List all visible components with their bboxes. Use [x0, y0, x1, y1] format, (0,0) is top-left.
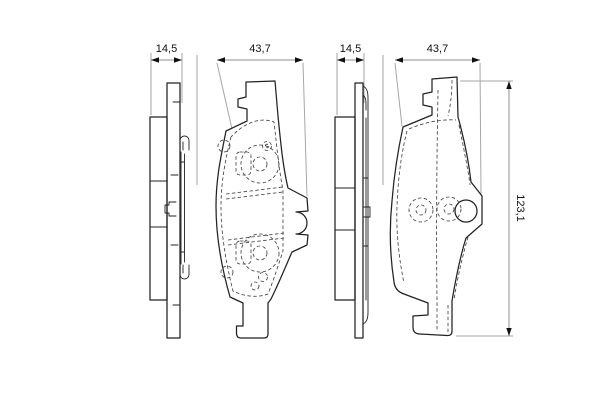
- pad1-rivet-top-left: [217, 139, 231, 153]
- pad1-front-view: [215, 80, 309, 339]
- pad1-piston-boss: [164, 201, 177, 217]
- pad2-friction-hidden-contour-right-upper: [458, 124, 471, 186]
- arrow-icon: [337, 57, 345, 63]
- arrow-icon: [217, 57, 225, 63]
- pad2-spring-eye-left-inner: [415, 204, 427, 216]
- dimension-lines: [151, 59, 510, 336]
- pad2-backing-plate-side: [354, 82, 364, 339]
- pad2-front-view: [389, 76, 483, 337]
- pad2-piston-boss: [362, 206, 371, 218]
- pad1-thickness-extension-lines: [150, 53, 183, 115]
- pad2-spring-eye-left: [408, 197, 434, 223]
- pad1-friction-hidden-contour: [220, 119, 284, 297]
- pad2-width-label: 43,7: [427, 43, 448, 55]
- arrow-icon: [356, 57, 364, 63]
- pad2-spring-eye-right: [436, 196, 462, 222]
- pad2-friction-hidden-contour-right-lower: [453, 236, 469, 301]
- pad2-width-extension-lines: [394, 62, 482, 196]
- pad2-friction-material-side: [334, 116, 356, 301]
- pad1-width-extension-lines: [216, 62, 308, 197]
- dimension-labels: 14,5 43,7 14,5 43,7 123,1: [156, 43, 526, 222]
- pad2-outline: [389, 76, 483, 337]
- arrow-icon: [506, 81, 512, 89]
- pad1-piston-hole-upper: [252, 156, 268, 172]
- pad1-chamfer-lines: [225, 186, 285, 246]
- pad2-friction-layer-lines: [334, 187, 356, 231]
- pad1-side-view: [149, 82, 190, 339]
- overall-length-label: 123,1: [514, 194, 526, 222]
- pad2-friction-hidden-contour-top: [408, 119, 457, 130]
- pad1-wear-indicator-2: [250, 281, 260, 291]
- pad1-keyway-upper: [235, 151, 252, 176]
- pad1-thickness-label: 14,5: [156, 43, 177, 55]
- pad2-thickness-extension-lines: [336, 53, 365, 115]
- pad1-friction-layer-lines: [149, 180, 168, 228]
- pad1-rivet-top-right: [262, 141, 272, 151]
- pad2-thickness-label: 14,5: [340, 43, 361, 55]
- arrow-icon: [472, 57, 480, 63]
- pad1-wear-indicator: [258, 272, 268, 282]
- pad2-side-view: [334, 82, 371, 339]
- pad1-piston-contact-upper: [240, 144, 280, 184]
- arrow-icon: [174, 57, 182, 63]
- arrow-icon: [395, 57, 403, 63]
- arrow-icon: [506, 328, 512, 336]
- pad1-keyway-lower: [235, 240, 252, 265]
- pad2-tab-hidden-line-top: [447, 79, 453, 117]
- arrow-icon: [151, 57, 159, 63]
- extension-lines: [150, 53, 513, 337]
- pad1-outline: [215, 80, 309, 339]
- pad2-friction-hidden-contour-left: [396, 130, 408, 284]
- pad1-rivet-top-right-inner: [264, 143, 270, 149]
- pad1-friction-material-side: [149, 116, 168, 301]
- pad2-centerline: [436, 89, 439, 332]
- pad2-spring-clip: [362, 85, 369, 325]
- pad1-width-label: 43,7: [249, 43, 270, 55]
- pad1-piston-hole-lower: [252, 245, 268, 261]
- pad1-piston-contact-lower: [240, 233, 280, 273]
- pad1-backing-plate-side: [166, 82, 181, 339]
- pad2-spring-eye-right-inner: [443, 203, 455, 215]
- dimension-arrowheads: [151, 57, 512, 336]
- pad2-sensor-hole: [454, 199, 478, 223]
- pad1-rivet-bottom-left: [220, 265, 234, 279]
- pad1-spring-clip: [179, 135, 190, 280]
- arrow-icon: [295, 57, 303, 63]
- overall-length-extension-lines: [456, 80, 513, 337]
- pad1-plate-tick-marks: [170, 101, 181, 306]
